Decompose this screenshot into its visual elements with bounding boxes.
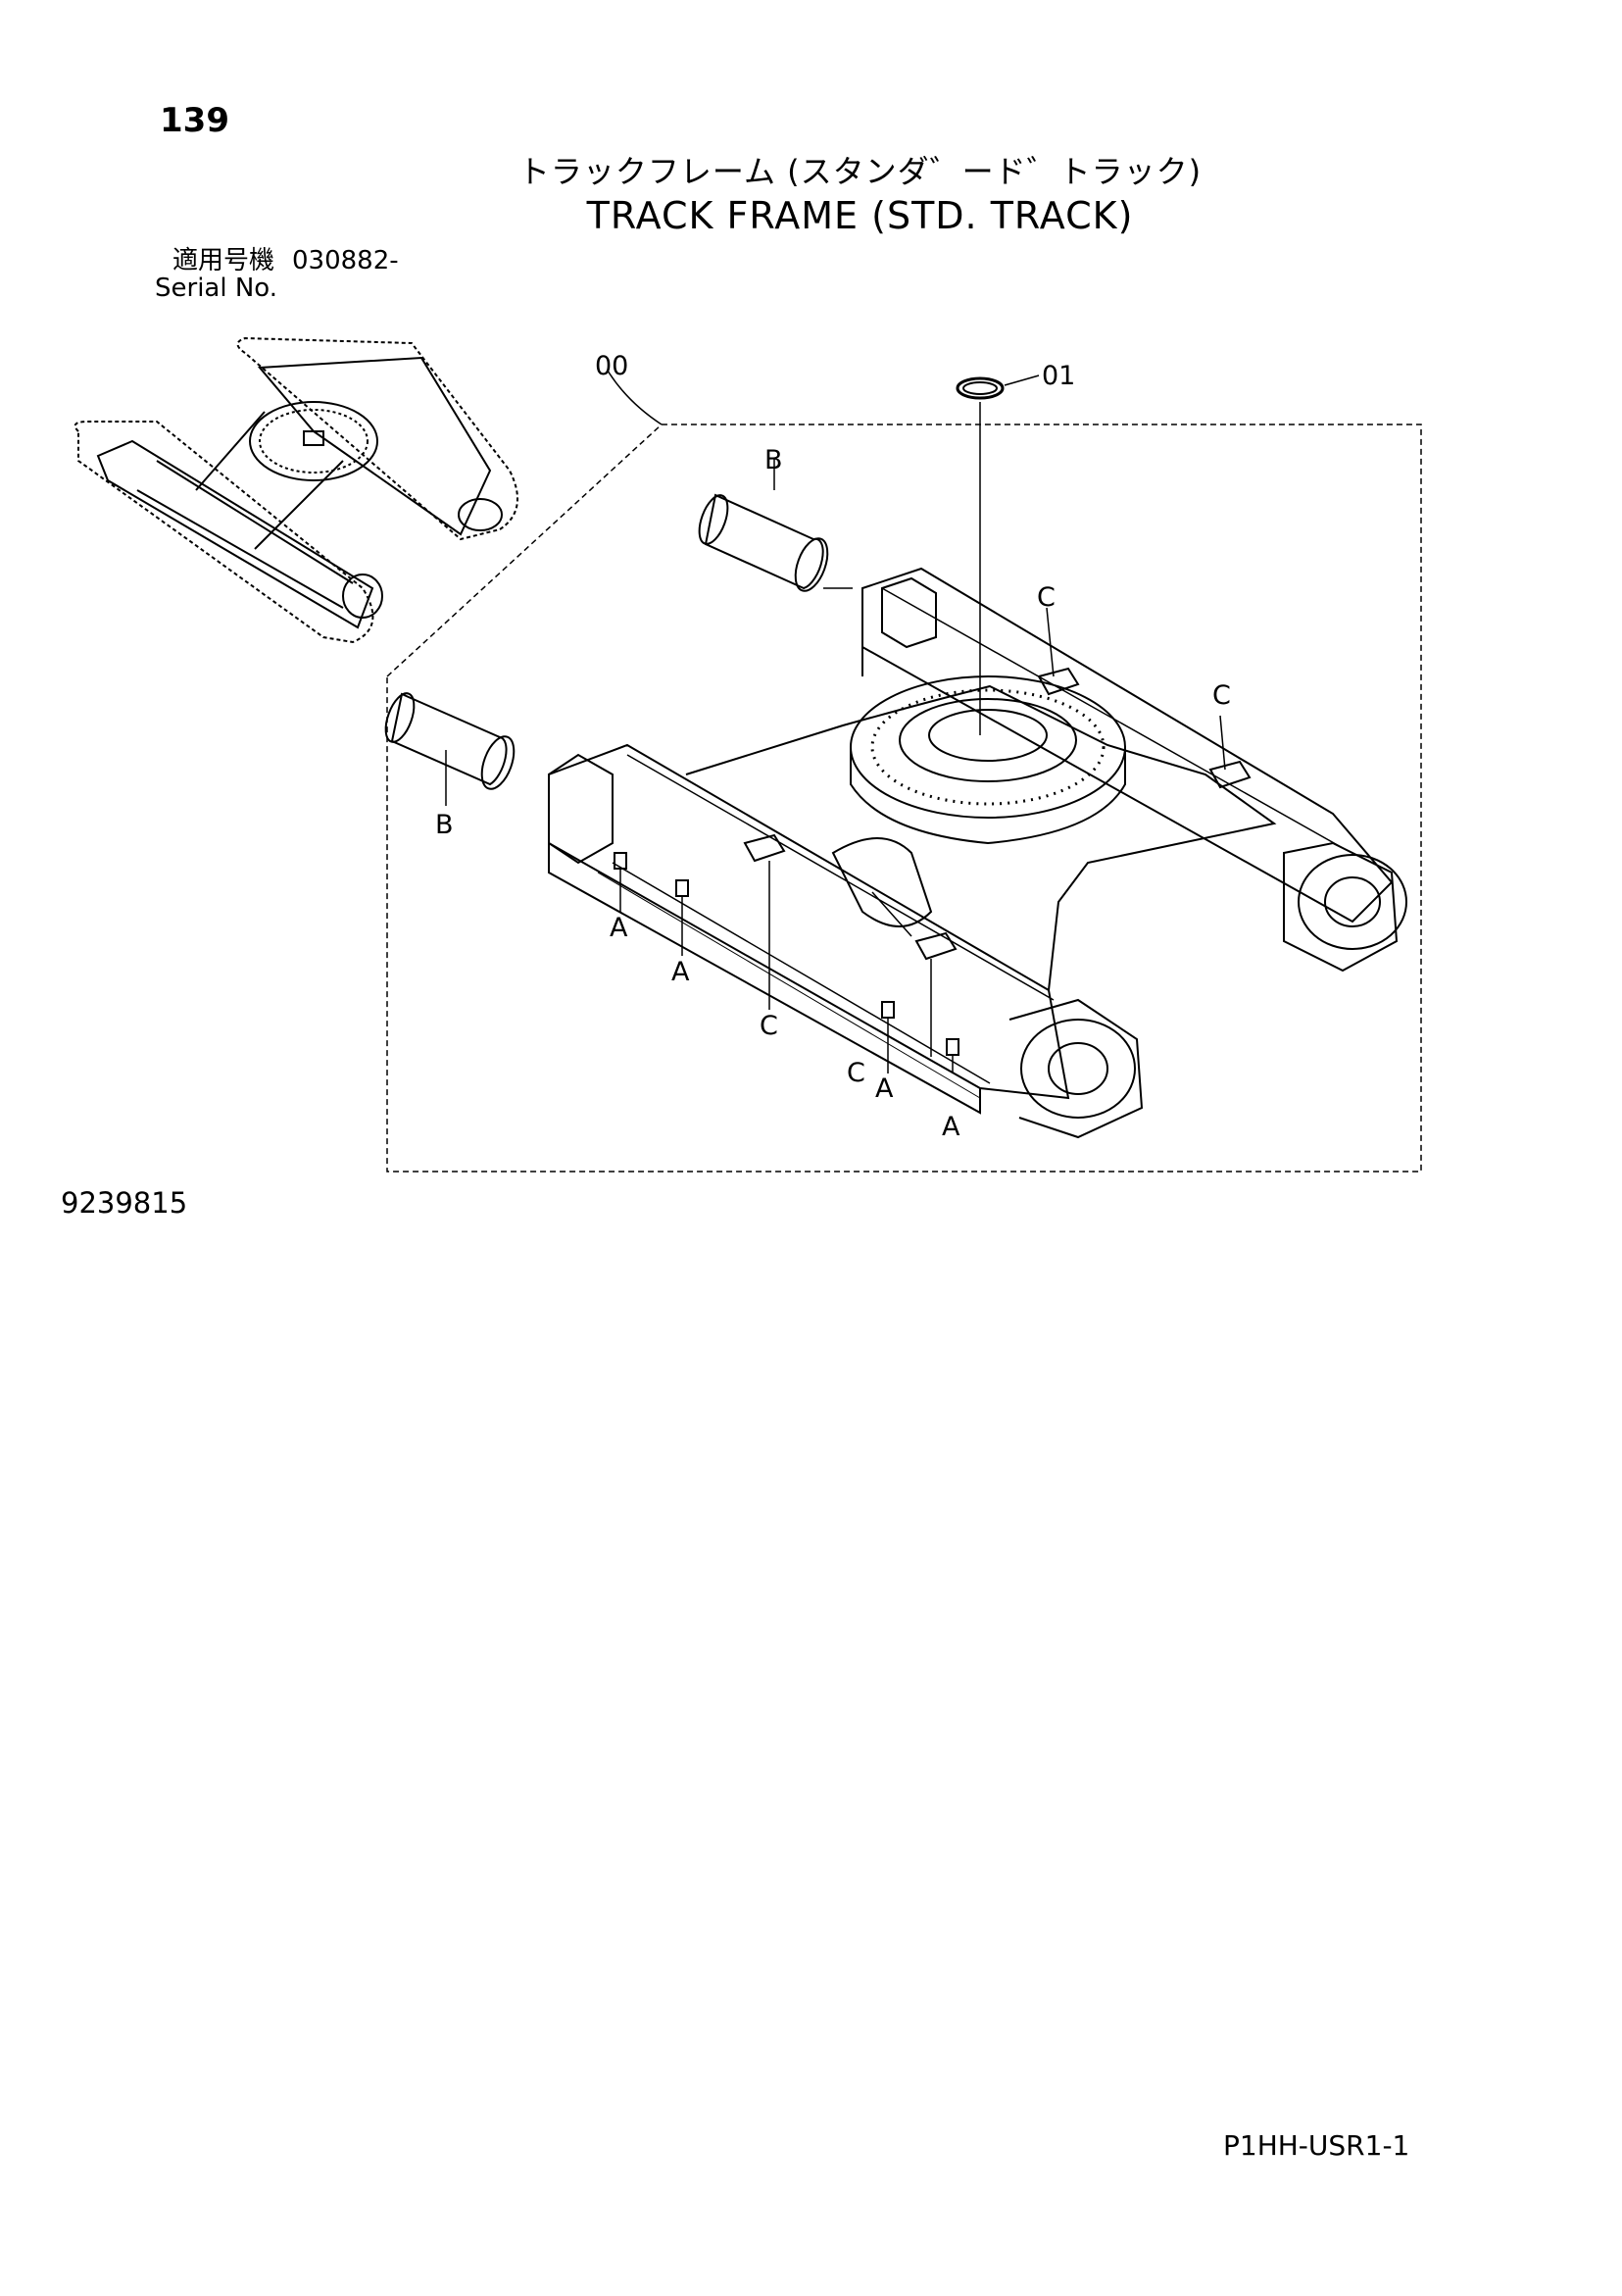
callout-b-lower: B [435,810,454,840]
serial-block: 適用号機 030882- Serial No. [155,247,417,302]
document-id: 9239815 [61,1186,188,1220]
page-number: 139 [160,101,229,140]
assembly-boundary [386,370,1422,1173]
callout-c-4: C [1212,680,1231,711]
callout-c-2: C [847,1058,865,1088]
callout-b-upper: B [764,445,783,475]
callout-c-1: C [760,1011,778,1041]
page-title-japanese: トラックフレーム (スタンダ゛ード゛トラック) [517,153,1203,190]
callout-leaders [619,607,1226,1073]
callout-a-4: A [942,1112,960,1142]
track-frame-body [548,567,1407,1139]
callout-01: 01 [1042,361,1075,391]
callout-labels: 00 01 B B A A C C A A C C [435,351,1231,1142]
seal-ring [956,374,1040,735]
overview-thumbnail [74,336,518,644]
footer-code: P1HH-USR1-1 [1223,2129,1410,2162]
serial-label-english: Serial No. [155,274,277,303]
serial-label-japanese: 適用号機 [172,246,275,275]
page-title-english: TRACK FRAME (STD. TRACK) [586,194,1134,237]
callout-a-1: A [610,913,628,943]
pin-b-upper [698,459,853,592]
pin-b-lower [384,692,516,806]
callout-a-3: A [875,1073,894,1104]
serial-value: 030882- [292,246,399,275]
callout-c-3: C [1037,582,1056,613]
callout-a-2: A [671,957,690,987]
callout-00: 00 [595,351,628,381]
